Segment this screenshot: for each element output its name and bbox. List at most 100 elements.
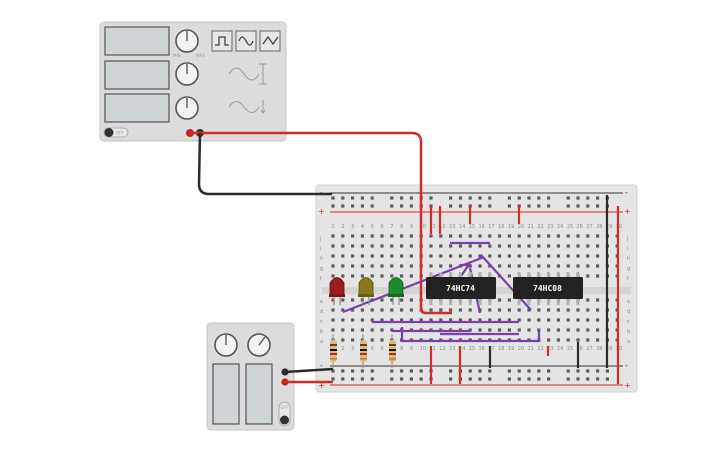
breadboard-hole[interactable] [566,328,570,332]
breadboard-hole[interactable] [507,298,511,302]
breadboard-hole[interactable] [468,377,472,381]
breadboard-hole[interactable] [547,204,551,208]
breadboard-hole[interactable] [429,196,433,200]
breadboard-hole[interactable] [507,254,511,258]
breadboard-hole[interactable] [596,318,600,322]
breadboard-hole[interactable] [478,254,482,258]
breadboard-hole[interactable] [331,308,335,312]
breadboard-hole[interactable] [527,328,531,332]
breadboard-hole[interactable] [537,234,541,238]
breadboard-hole[interactable] [390,264,394,268]
breadboard-hole[interactable] [478,369,482,373]
breadboard-hole[interactable] [566,234,570,238]
breadboard-hole[interactable] [400,308,404,312]
breadboard-hole[interactable] [331,369,335,373]
breadboard-hole[interactable] [370,234,374,238]
fg-power-switch[interactable]: OFF [103,127,129,138]
breadboard-hole[interactable] [547,369,551,373]
breadboard-hole[interactable] [537,254,541,258]
breadboard-hole[interactable] [498,328,502,332]
breadboard-hole[interactable] [556,318,560,322]
breadboard-hole[interactable] [458,254,462,258]
breadboard-hole[interactable] [547,308,551,312]
breadboard-hole[interactable] [429,254,433,258]
breadboard-hole[interactable] [380,234,384,238]
breadboard-hole[interactable] [458,196,462,200]
breadboard-hole[interactable] [351,338,355,342]
breadboard-hole[interactable] [400,254,404,258]
breadboard-hole[interactable] [527,264,531,268]
breadboard-hole[interactable] [409,264,413,268]
breadboard-hole[interactable] [400,369,404,373]
breadboard-hole[interactable] [409,274,413,278]
breadboard-hole[interactable] [586,196,590,200]
breadboard-hole[interactable] [488,318,492,322]
breadboard-hole[interactable] [517,369,521,373]
breadboard-hole[interactable] [429,264,433,268]
breadboard-hole[interactable] [576,254,580,258]
breadboard-hole[interactable] [478,264,482,268]
breadboard-hole[interactable] [517,328,521,332]
breadboard-hole[interactable] [547,254,551,258]
breadboard-hole[interactable] [341,298,345,302]
led-yellow[interactable] [358,277,374,306]
breadboard-hole[interactable] [409,254,413,258]
breadboard-hole[interactable] [400,204,404,208]
chip-74hc08[interactable]: 74HC08 [513,272,583,305]
breadboard-hole[interactable] [341,274,345,278]
fg-black-wire[interactable] [197,132,332,196]
breadboard-hole[interactable] [468,254,472,258]
breadboard-hole[interactable] [390,234,394,238]
breadboard-hole[interactable] [331,244,335,248]
breadboard-hole[interactable] [586,204,590,208]
breadboard-hole[interactable] [341,338,345,342]
breadboard-hole[interactable] [429,234,433,238]
breadboard-hole[interactable] [586,328,590,332]
breadboard-hole[interactable] [586,264,590,268]
breadboard-hole[interactable] [537,318,541,322]
breadboard-hole[interactable] [449,369,453,373]
breadboard-hole[interactable] [556,308,560,312]
breadboard-hole[interactable] [341,264,345,268]
breadboard-hole[interactable] [547,234,551,238]
breadboard-hole[interactable] [341,369,345,373]
breadboard-hole[interactable] [468,264,472,268]
breadboard-hole[interactable] [517,308,521,312]
led-red[interactable] [329,277,345,306]
breadboard-hole[interactable] [596,234,600,238]
breadboard-hole[interactable] [537,204,541,208]
breadboard-hole[interactable] [566,308,570,312]
breadboard-hole[interactable] [468,234,472,238]
breadboard-hole[interactable] [537,308,541,312]
breadboard-hole[interactable] [537,196,541,200]
resistor-2[interactable] [360,334,367,368]
breadboard-hole[interactable] [488,369,492,373]
breadboard-hole[interactable] [507,328,511,332]
breadboard-hole[interactable] [517,377,521,381]
breadboard-hole[interactable] [576,204,580,208]
resistor-1[interactable] [330,334,337,368]
breadboard-hole[interactable] [449,196,453,200]
ps-power-switch[interactable]: OFF [278,401,291,427]
breadboard-hole[interactable] [556,244,560,248]
breadboard-hole[interactable] [429,318,433,322]
breadboard-hole[interactable] [468,318,472,322]
breadboard-hole[interactable] [586,308,590,312]
resistor-3[interactable] [389,334,396,368]
breadboard-hole[interactable] [351,244,355,248]
breadboard-hole[interactable] [409,298,413,302]
breadboard-hole[interactable] [449,308,453,312]
breadboard-hole[interactable] [331,274,335,278]
breadboard-hole[interactable] [370,377,374,381]
breadboard-hole[interactable] [380,274,384,278]
breadboard-hole[interactable] [400,196,404,200]
breadboard-hole[interactable] [400,264,404,268]
breadboard-hole[interactable] [331,298,335,302]
breadboard-hole[interactable] [390,328,394,332]
breadboard-hole[interactable] [586,274,590,278]
breadboard-hole[interactable] [566,318,570,322]
breadboard-hole[interactable] [351,196,355,200]
breadboard-hole[interactable] [586,244,590,248]
breadboard-hole[interactable] [400,234,404,238]
